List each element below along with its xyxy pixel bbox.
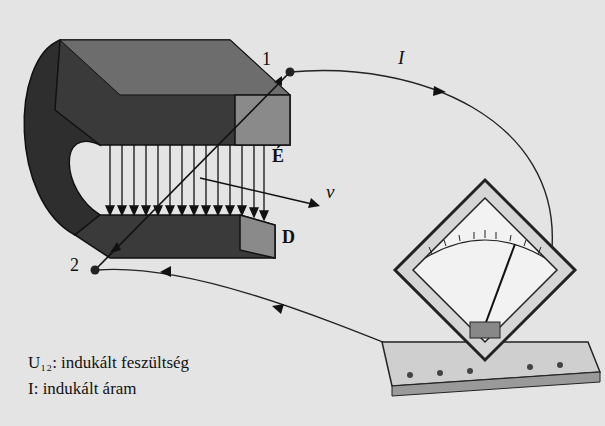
terminal-number: 2 <box>70 256 79 276</box>
current-label: I <box>398 48 404 69</box>
conductor-rod <box>91 68 295 275</box>
velocity-arrow <box>200 178 320 208</box>
velocity-label: v <box>326 182 334 203</box>
field-lines <box>106 145 268 220</box>
galvanometer <box>382 180 600 396</box>
horseshoe-magnet <box>24 40 290 258</box>
pole-label: É <box>272 147 284 167</box>
legend-note: I: indukált áram <box>28 380 137 399</box>
legend-note: U₁₂: indukált feszültség <box>28 354 189 373</box>
pole-label: D <box>282 228 295 248</box>
terminal-number: 1 <box>262 50 271 70</box>
